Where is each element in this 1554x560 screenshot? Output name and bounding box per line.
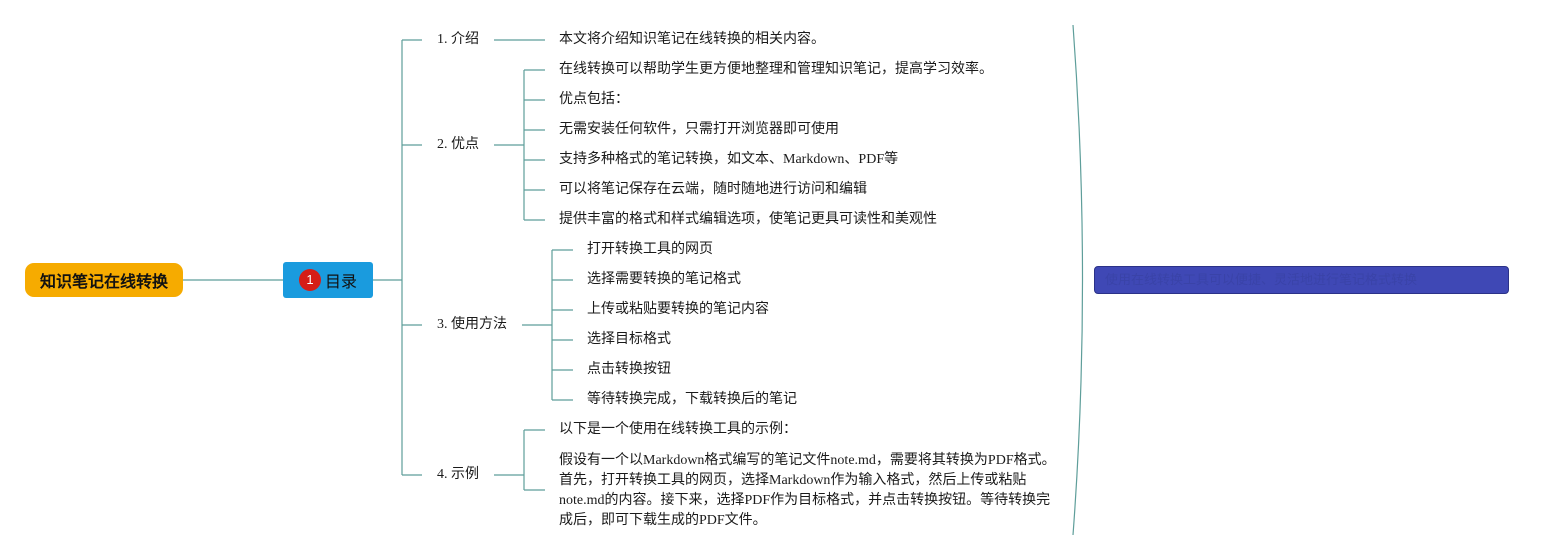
usage-step: 点击转换按钮 bbox=[587, 362, 671, 377]
usage-step: 选择目标格式 bbox=[587, 332, 671, 347]
example-paragraph: 假设有一个以Markdown格式编写的笔记文件note.md，需要将其转换为PD… bbox=[559, 453, 1056, 528]
usage-step: 打开转换工具的网页 bbox=[587, 242, 713, 257]
summary-label: 使用在线转换工具可以便捷、灵活地进行笔记格式转换 bbox=[1105, 272, 1418, 287]
intro-item: 本文将介绍知识笔记在线转换的相关内容。 bbox=[559, 32, 825, 47]
section-example[interactable]: 4. 示例 bbox=[437, 467, 479, 482]
advantage-item: 支持多种格式的笔记转换，如文本、Markdown、PDF等 bbox=[559, 152, 899, 167]
usage-step: 选择需要转换的笔记格式 bbox=[587, 272, 741, 287]
summary-bracket bbox=[1072, 24, 1084, 536]
advantage-item: 无需安装任何软件，只需打开浏览器即可使用 bbox=[559, 122, 839, 137]
toc-badge: 1 bbox=[298, 269, 321, 291]
advantage-item: 在线转换可以帮助学生更方便地整理和管理知识笔记，提高学习效率。 bbox=[559, 62, 993, 77]
root-label: 知识笔记在线转换 bbox=[39, 274, 168, 291]
section-intro[interactable]: 1. 介绍 bbox=[437, 32, 479, 47]
usage-step: 上传或粘贴要转换的笔记内容 bbox=[587, 302, 769, 317]
advantage-item: 优点包括： bbox=[559, 92, 629, 107]
root-node[interactable]: 知识笔记在线转换 bbox=[25, 263, 183, 297]
example-intro: 以下是一个使用在线转换工具的示例： bbox=[559, 422, 797, 437]
section-usage[interactable]: 3. 使用方法 bbox=[437, 317, 507, 332]
usage-step: 等待转换完成，下载转换后的笔记 bbox=[587, 392, 797, 407]
advantage-item: 可以将笔记保存在云端，随时随地进行访问和编辑 bbox=[559, 182, 867, 197]
summary-node[interactable]: 使用在线转换工具可以便捷、灵活地进行笔记格式转换 bbox=[1094, 266, 1509, 294]
section-advantages[interactable]: 2. 优点 bbox=[437, 137, 479, 152]
advantage-item: 提供丰富的格式和样式编辑选项，使笔记更具可读性和美观性 bbox=[559, 212, 937, 227]
toc-label: 目录 bbox=[324, 274, 357, 291]
